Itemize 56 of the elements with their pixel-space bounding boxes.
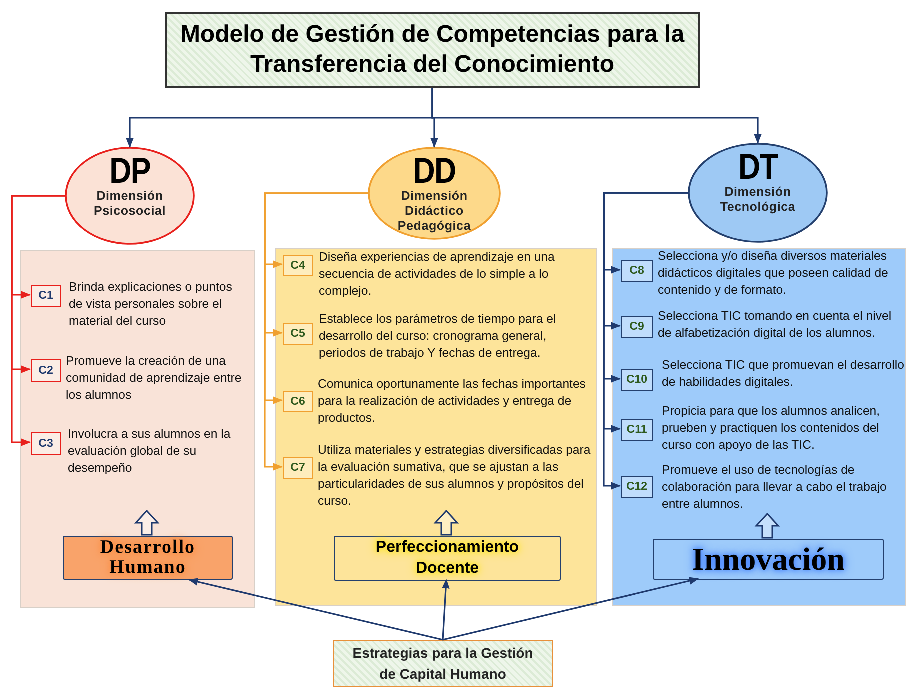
competency-description: Brinda explicaciones o puntos de vista personales sobre el material del curso bbox=[69, 279, 234, 330]
strategy-box bbox=[333, 640, 553, 687]
block-arrow bbox=[134, 510, 160, 536]
dimension-name: Dimensión Didáctico Pedagógica bbox=[396, 189, 472, 234]
competency-description: Involucra a sus alumnos en la evaluación global de su desempeño bbox=[68, 426, 232, 477]
dimension-acronym: DP bbox=[110, 153, 150, 189]
outcome-box bbox=[334, 536, 561, 581]
competency-box: C11 bbox=[621, 419, 653, 441]
outcome-box bbox=[63, 536, 233, 580]
competency-description: Promueve la creación de una comunidad de aprendizaje entre los alumnos bbox=[66, 353, 243, 404]
outcome-text: Perfeccionamiento Docente bbox=[374, 538, 520, 578]
dimension-ellipse bbox=[688, 143, 828, 243]
competency-box: C1 bbox=[31, 285, 61, 307]
competency-box: C5 bbox=[283, 323, 313, 345]
competency-description: Establece los parámetros de tiempo para el desarrollo del curso: cronograma general, periodos de trabajo Y fechas de entrega. bbox=[319, 311, 558, 362]
title-text: Modelo de Gestión de Competencias para la Transferencia del Conocimiento bbox=[179, 20, 686, 80]
competency-description: Comunica oportunamente las fechas importantes para la realización de actividades y entrega de productos. bbox=[318, 376, 587, 427]
dimension-panel bbox=[20, 250, 255, 608]
dimension-name: Dimensión Tecnológica bbox=[719, 185, 797, 215]
competency-box: C7 bbox=[283, 457, 313, 479]
arrow bbox=[442, 577, 700, 641]
competency-description: Diseña experiencias de aprendizaje en una secuencia de actividades de lo simple a lo complejo. bbox=[319, 249, 556, 300]
block-arrow bbox=[754, 512, 780, 539]
arrow bbox=[188, 578, 444, 641]
competency-description: Promueve el uso de tecnologías de colaboración para llevar a cabo el trabajo entre alumnos. bbox=[662, 462, 888, 513]
competency-description: Utiliza materiales y estrategias diversificadas para la evaluación sumativa, que se ajustan a las particularidades de sus alumnos y propósitos del curso. bbox=[318, 442, 592, 510]
competency-box: C6 bbox=[283, 391, 313, 412]
arrow bbox=[603, 192, 689, 490]
outcome-box bbox=[653, 539, 884, 580]
arrow bbox=[11, 195, 66, 446]
competency-box: C2 bbox=[31, 359, 61, 382]
title-box bbox=[165, 12, 700, 88]
competency-description: Selecciona y/o diseña diversos materiales didácticos digitales que poseen calidad de contenido y de formato. bbox=[658, 248, 890, 299]
dimension-acronym: DT bbox=[738, 149, 778, 185]
competency-box: C4 bbox=[283, 255, 313, 276]
dimension-panel bbox=[275, 248, 597, 606]
competency-box: C12 bbox=[621, 476, 653, 498]
dimension-ellipse bbox=[65, 147, 195, 245]
competency-box: C8 bbox=[621, 260, 653, 282]
competency-description: Propicia para que los alumnos analicen, prueben y practiquen los contenidos del curso con apoyo de las TIC. bbox=[662, 403, 882, 454]
outcome-text: Desarrollo Humano bbox=[99, 538, 197, 578]
arrow bbox=[432, 88, 762, 144]
outcome-text: Innovación bbox=[691, 542, 846, 578]
dimension-ellipse bbox=[368, 147, 501, 240]
competency-description: Selecciona TIC tomando en cuenta el nivel de alfabetización digital de los alumnos. bbox=[658, 308, 893, 342]
dimension-acronym: DD bbox=[413, 153, 456, 189]
competency-box: C3 bbox=[31, 432, 61, 455]
box-text: Estrategias para la Gestión de Capital Humano bbox=[352, 644, 534, 684]
competency-description: Selecciona TIC que promuevan el desarrollo de habilidades digitales. bbox=[662, 357, 906, 391]
competency-box: C9 bbox=[621, 316, 653, 338]
dimension-panel bbox=[612, 248, 906, 606]
arrow bbox=[264, 192, 369, 471]
arrow bbox=[442, 579, 450, 640]
block-arrow bbox=[434, 510, 460, 536]
dimension-name: Dimensión Psicosocial bbox=[92, 189, 168, 219]
competency-box: C10 bbox=[621, 369, 653, 391]
